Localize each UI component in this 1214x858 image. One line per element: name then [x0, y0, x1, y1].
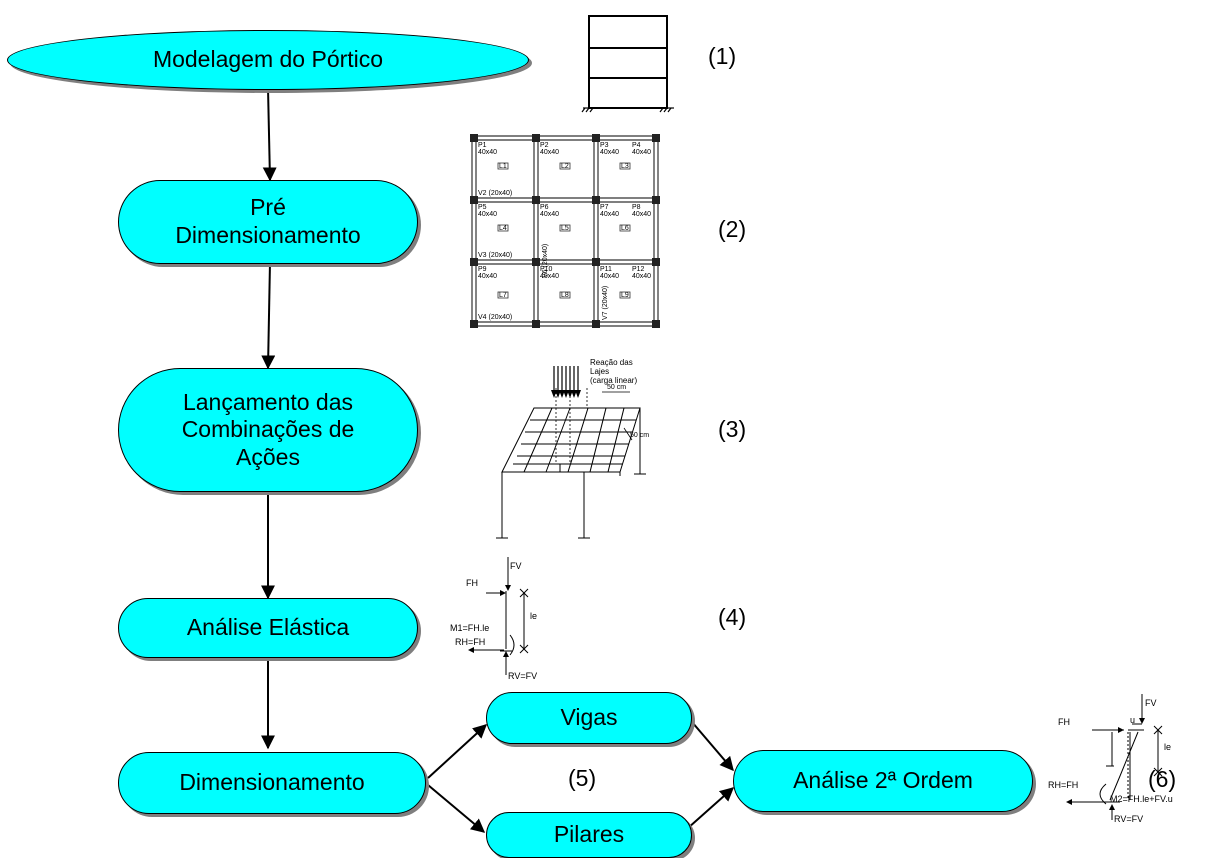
frame-sketch: [581, 15, 674, 113]
slab-label: L6: [621, 225, 629, 232]
pillar-label: P7 40x40: [600, 204, 620, 218]
column-second-order-sketch: FV FH u le RH=FH M2=FH.le+FV.u RV=FV: [1048, 690, 1188, 825]
step-number-5: (5): [568, 765, 597, 791]
step-number-2: (2): [718, 216, 747, 242]
pillar-label: P4 40x40: [632, 142, 652, 156]
slab-label: L5: [561, 225, 569, 232]
rv-label: RV=FV: [508, 671, 538, 681]
pillar-label: P12 40x40: [632, 266, 652, 280]
u-label: u: [1130, 715, 1136, 725]
fh-label: FH: [466, 578, 478, 588]
beam-label: V2 (20x40): [478, 190, 513, 197]
fv-label: FV: [1145, 698, 1157, 708]
node-vigas: Vigas: [486, 692, 692, 744]
step-number-3: (3): [718, 416, 747, 442]
pillar-label: P6 40x40: [540, 204, 560, 218]
slab-label: L3: [621, 163, 629, 170]
grid-model: Reação das Lajes (carga linear) 50 cm 50…: [490, 358, 660, 550]
load-label: Reação das Lajes (carga linear): [590, 358, 638, 386]
arrow-dimensionamento-pilares: [427, 784, 486, 833]
column-elastic-lines: [468, 557, 529, 675]
beam-label: V7 (20x40): [602, 285, 609, 320]
fv-label: FV: [510, 561, 522, 571]
spacing-x-label: 50 cm: [607, 384, 627, 391]
arrow-vigas-analise2: [691, 721, 734, 772]
arrow-pre-lancamento: [261, 261, 276, 370]
slab-label: L1: [499, 163, 507, 170]
slab-label: L9: [621, 292, 629, 299]
pillar-label: P10 40x40: [540, 266, 560, 280]
arrow-pilares-analise2: [687, 787, 735, 829]
pillar-label: P9 40x40: [478, 266, 498, 280]
spacing-y-label: 50 cm: [630, 432, 650, 439]
m2-label: M2=FH.le+FV.u: [1110, 794, 1173, 804]
column-elastic-sketch: FV FH le M1=FH.le RH=FH RV=FV: [450, 553, 560, 688]
slab-label: L8: [561, 292, 569, 299]
beam-label: V4 (20x40): [478, 314, 513, 321]
node-analise-elastica: Análise Elástica: [118, 598, 418, 658]
floor-plan-lines: [470, 134, 660, 328]
le-label: le: [1164, 742, 1172, 752]
m1-label: M1=FH.le: [450, 623, 490, 633]
rv-label: RV=FV: [1114, 814, 1144, 824]
fh-label: FH: [1058, 717, 1070, 727]
node-dimensionamento: Dimensionamento: [118, 752, 426, 814]
fixed-support-icon: [581, 107, 674, 113]
slab-label: L7: [499, 292, 507, 299]
load-arrows: [553, 366, 579, 394]
pillar-label: P5 40x40: [478, 204, 498, 218]
node-lancamento-combinacoes: Lançamento das Combinações de Ações: [118, 368, 418, 492]
arrow-modelagem-pre: [262, 87, 277, 182]
rh-label: RH=FH: [1048, 780, 1079, 790]
le-label: le: [530, 611, 538, 621]
pillar-label: P11 40x40: [600, 266, 620, 280]
slab-label: L4: [499, 225, 507, 232]
step-number-4: (4): [718, 604, 747, 630]
pillar-label: P2 40x40: [540, 142, 560, 156]
pillar-label: P3 40x40: [600, 142, 620, 156]
node-modelagem-portico: Modelagem do Pórtico: [7, 30, 529, 90]
grid-model-lines: [496, 366, 646, 539]
node-pre-dimensionamento: Pré Dimensionamento: [118, 180, 418, 264]
slab-label: L2: [561, 163, 569, 170]
node-pilares: Pilares: [486, 812, 692, 858]
grid-supports: [496, 471, 646, 539]
column-second-order-lines: [1066, 694, 1163, 820]
pillar-label: P1 40x40: [478, 142, 498, 156]
arrow-dimensionamento-vigas: [427, 724, 488, 779]
floor-plan: P1 40x40 P2 40x40 P3 40x40 P4 40x40 P5 4…: [466, 128, 662, 328]
beam-label: V3 (20x40): [478, 252, 513, 259]
step-number-1: (1): [708, 43, 737, 69]
node-analise-2a-ordem: Análise 2ª Ordem: [733, 750, 1033, 812]
rh-label: RH=FH: [455, 637, 486, 647]
pillar-label: P8 40x40: [632, 204, 652, 218]
beam-label: V6 (20x40): [542, 243, 549, 278]
step-number-6: (6): [1148, 766, 1177, 792]
